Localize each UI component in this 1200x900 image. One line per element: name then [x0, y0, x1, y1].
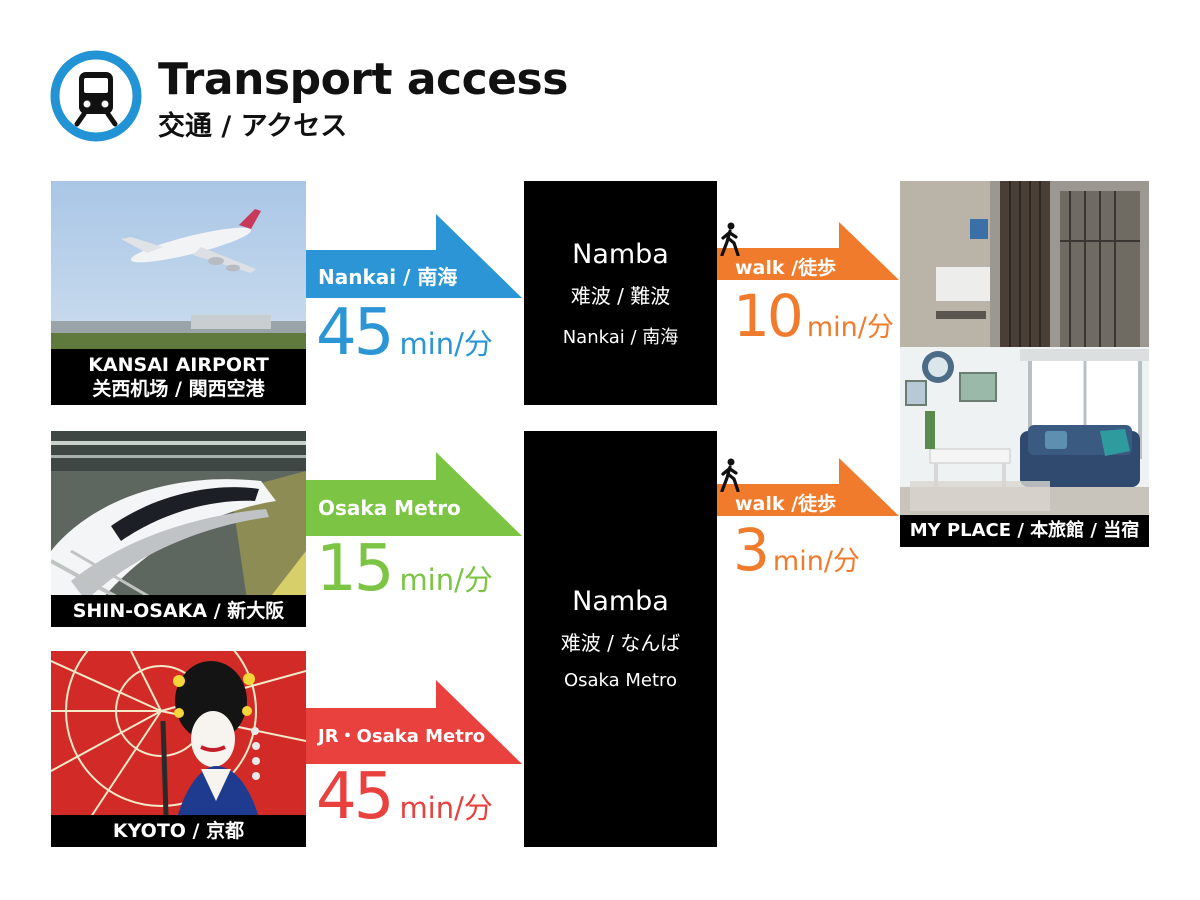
route-line-label: Osaka Metro: [318, 496, 461, 520]
origin-kansai-airport: KANSAI AIRPORT 关西机场 / 関西空港: [51, 181, 306, 405]
walk-arrow-1: walk /徒歩: [717, 222, 899, 282]
route-arrow-jr: JR・Osaka Metro: [306, 680, 522, 766]
page-title: Transport access: [158, 54, 568, 105]
route-arrow-nankai: Nankai / 南海: [306, 214, 522, 300]
airplane-photo: [51, 181, 306, 405]
route-line-label: Nankai / 南海: [318, 265, 458, 289]
station-namba-nankai: Namba 难波 / 難波 Nankai / 南海: [524, 181, 717, 405]
origin-caption: SHIN-OSAKA / 新大阪: [51, 595, 306, 627]
guesthouse-photo: [900, 181, 1149, 547]
walk-label: walk /徒歩: [735, 493, 837, 515]
train-icon: [50, 50, 142, 142]
route-arrow-osaka-metro: Osaka Metro: [306, 452, 522, 538]
walk-label: walk /徒歩: [735, 257, 837, 279]
origin-shin-osaka: SHIN-OSAKA / 新大阪: [51, 431, 306, 627]
destination-caption: MY PLACE / 本旅館 / 当宿: [900, 515, 1149, 547]
destination-my-place: MY PLACE / 本旅館 / 当宿: [900, 181, 1149, 547]
walk-arrow-2: walk /徒歩: [717, 458, 899, 518]
walking-person-icon: [720, 458, 740, 492]
walking-person-icon: [720, 222, 740, 256]
station-namba-osaka-metro: Namba 难波 / なんば Osaka Metro: [524, 431, 717, 847]
origin-caption: KANSAI AIRPORT 关西机场 / 関西空港: [51, 349, 306, 405]
shinkansen-photo: [51, 431, 306, 627]
page-subtitle: 交通 / アクセス: [158, 111, 348, 142]
origin-kyoto: KYOTO / 京都: [51, 651, 306, 847]
route-line-label: JR・Osaka Metro: [318, 726, 486, 747]
origin-caption: KYOTO / 京都: [51, 815, 306, 847]
